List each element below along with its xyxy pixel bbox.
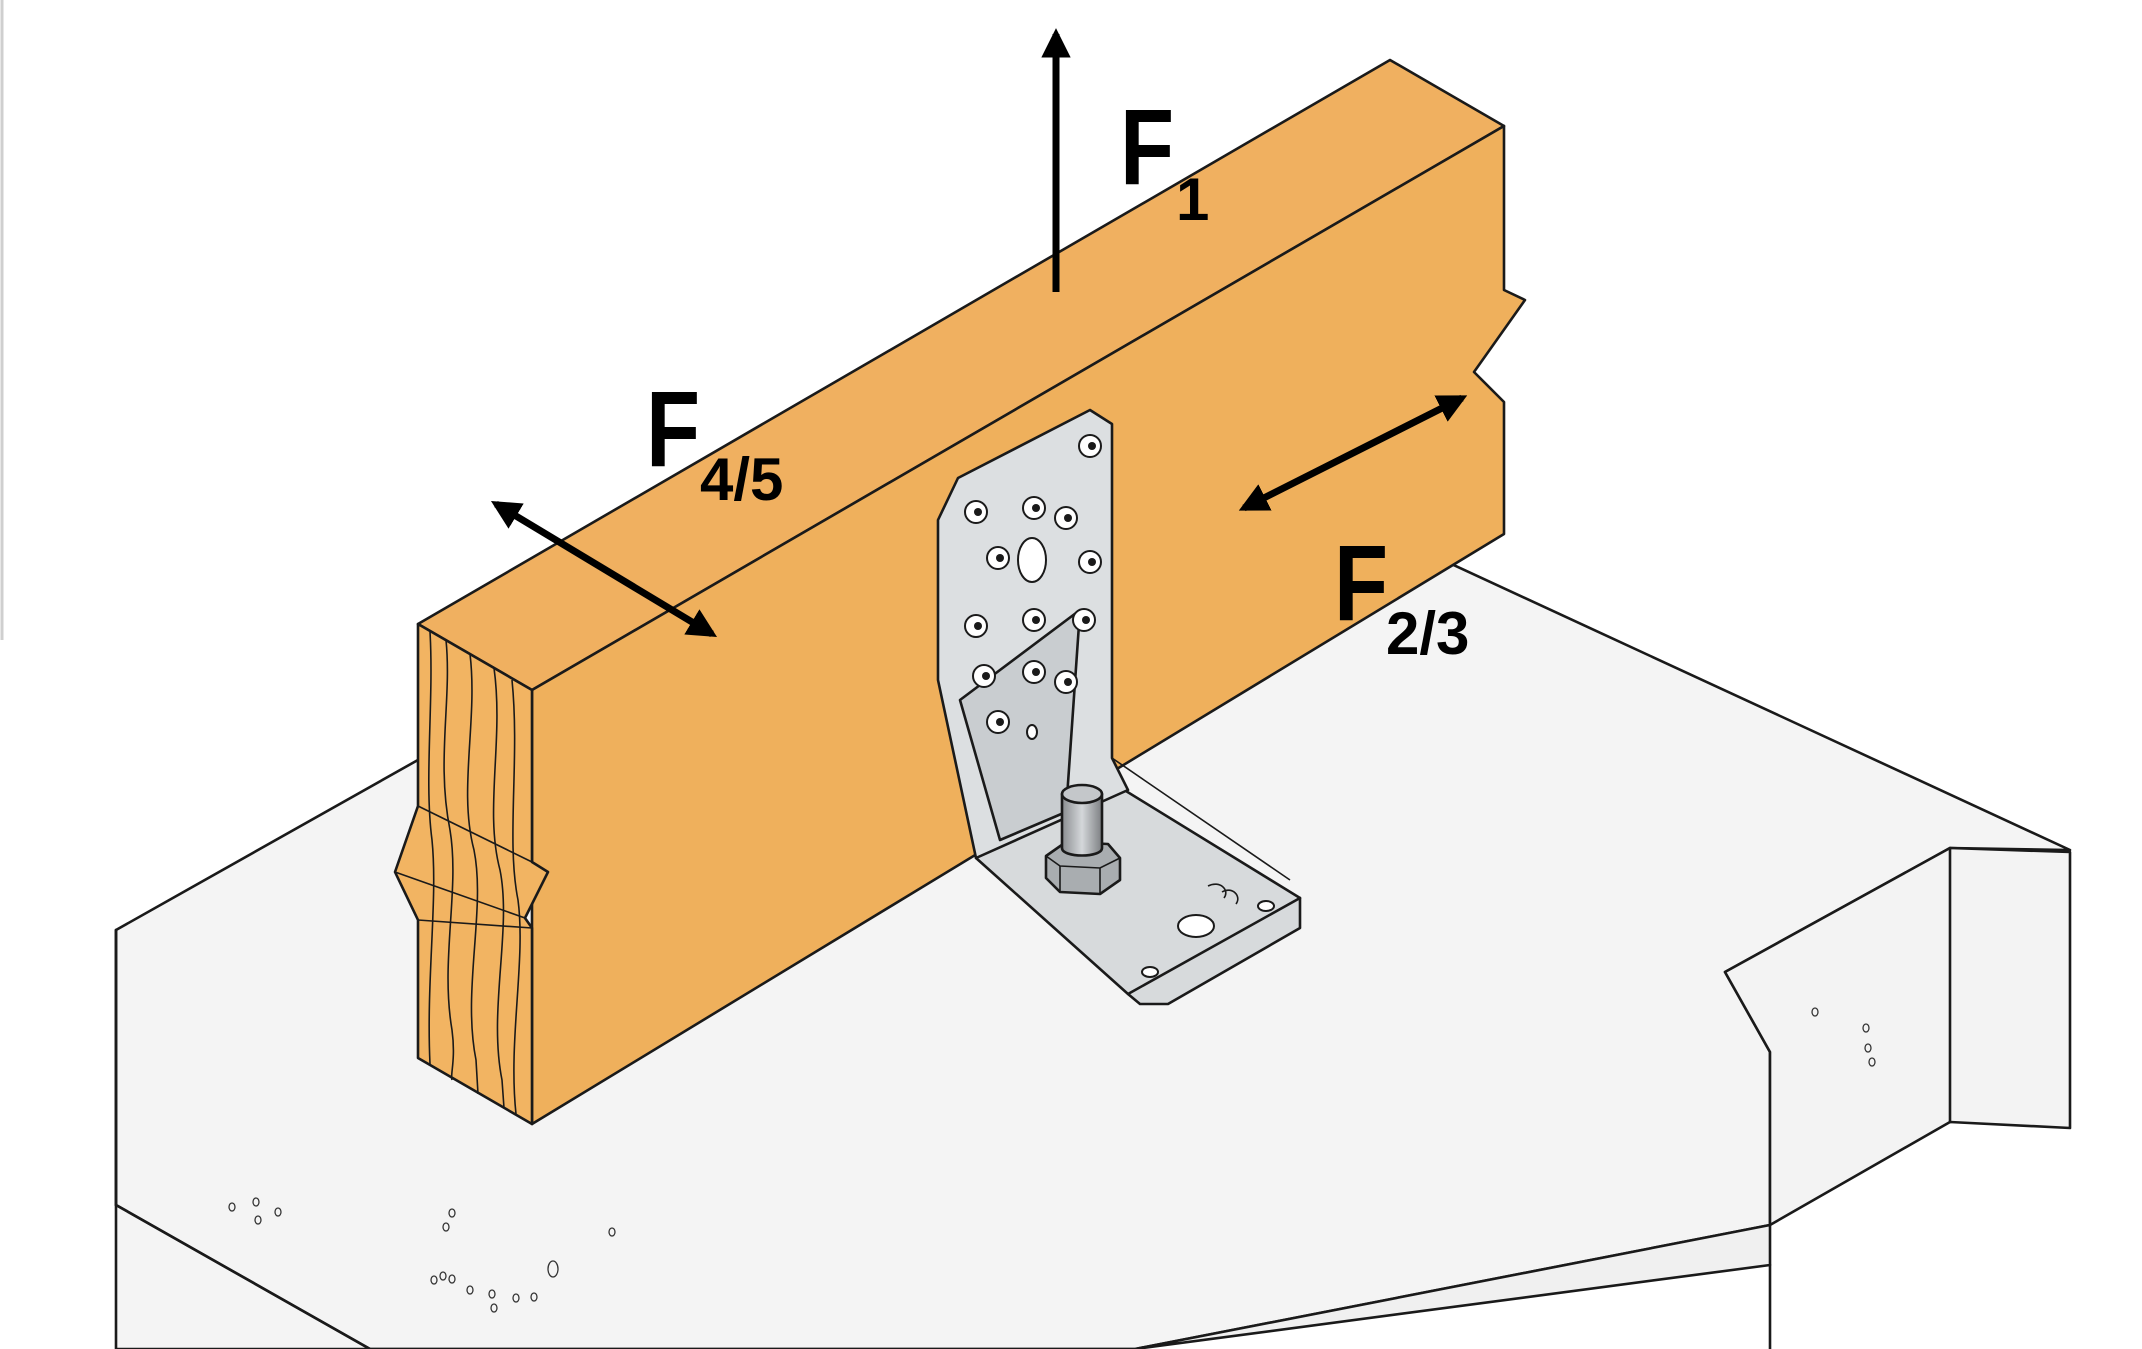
f23-letter: F: [1334, 523, 1388, 643]
double-arrow-icon: [1238, 394, 1468, 512]
force-label-f23: F 2/3: [1334, 523, 1469, 667]
double-arrow-icon: [490, 500, 718, 638]
bracket-base-plate: [974, 778, 1302, 1006]
force-label-f45: F 4/5: [646, 369, 783, 513]
angle-bracket: [936, 408, 1302, 1006]
f1-letter: F: [1120, 87, 1174, 207]
anchor-bolt-icon: [1044, 783, 1122, 896]
f45-letter: F: [646, 369, 700, 489]
f1-subscript: 1: [1176, 166, 1209, 233]
concrete-pores: [228, 1007, 1876, 1313]
force-arrows: [490, 28, 1468, 638]
beam-end-face: [393, 622, 550, 1126]
fastener-holes: [964, 434, 1102, 740]
slab-step-block: [1723, 846, 2072, 1227]
wood-grain: [428, 631, 521, 1115]
force-label-f1: F 1: [1120, 87, 1209, 233]
f23-subscript: 2/3: [1386, 600, 1469, 667]
f45-subscript: 4/5: [700, 446, 783, 513]
